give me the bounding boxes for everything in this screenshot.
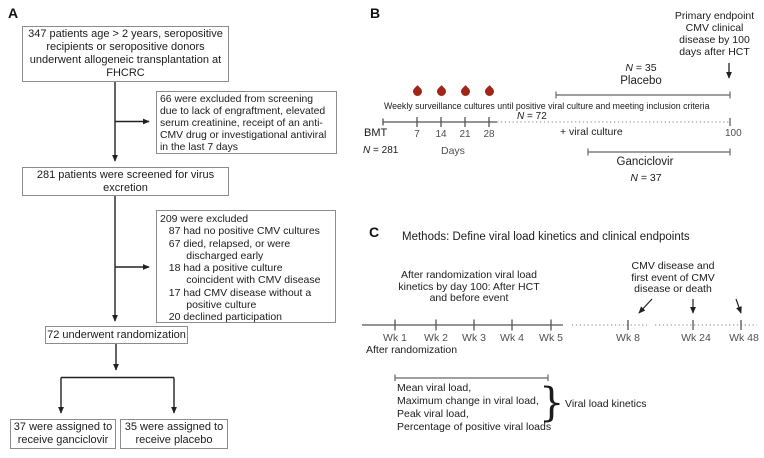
bmt-n-count: N = 281 bbox=[363, 145, 399, 156]
viral-load-kinetics-label: Viral load kinetics bbox=[565, 398, 647, 410]
viral-culture-label: + viral culture bbox=[560, 126, 623, 138]
box-arm-placebo: 35 were assigned to receive placebo bbox=[120, 419, 228, 449]
bmt-solid-timeline bbox=[382, 118, 497, 126]
curly-brace-icon: } bbox=[539, 380, 565, 426]
week-tick-label-8: Wk 8 bbox=[616, 332, 640, 344]
blood-drop-icon bbox=[435, 85, 448, 98]
week-tick-label-48: Wk 48 bbox=[729, 332, 759, 344]
week-tick-label-2: Wk 2 bbox=[424, 332, 448, 344]
day-tick-marks bbox=[416, 117, 490, 127]
box-arm-ganciclovir: 37 were assigned to receive ganciclovir bbox=[10, 419, 116, 449]
placebo-n-count: N = 35 bbox=[625, 62, 657, 74]
blood-drop-icon bbox=[459, 85, 472, 98]
panel-c-label: C bbox=[369, 224, 380, 240]
methods-title: Methods: Define viral load kinetics and … bbox=[402, 231, 690, 243]
late-week-ticks bbox=[627, 320, 742, 330]
week-tick-label-3: Wk 3 bbox=[462, 332, 486, 344]
week-tick-label-24: Wk 24 bbox=[681, 332, 711, 344]
ganciclovir-n-count: N = 37 bbox=[630, 172, 662, 184]
days-axis-label: Days bbox=[441, 145, 465, 157]
after-randomization-note: After randomization viral load kinetics … bbox=[398, 269, 540, 304]
box-excluded-66: 66 were excluded from screening due to l… bbox=[156, 91, 337, 154]
week-tick-label-4: Wk 4 bbox=[500, 332, 524, 344]
day-tick-label-28: 28 bbox=[483, 129, 495, 140]
day-tick-label-7: 7 bbox=[414, 129, 420, 140]
day100-label: 100 bbox=[725, 128, 742, 139]
day-tick-label-21: 21 bbox=[459, 129, 471, 140]
day-tick-label-14: 14 bbox=[435, 129, 447, 140]
wk8-annotation-arrow bbox=[638, 298, 653, 314]
week-tick-label-5: Wk 5 bbox=[539, 332, 563, 344]
kinetics-span-line bbox=[394, 374, 549, 381]
ganciclovir-arm-label: Ganciclovir bbox=[616, 156, 674, 168]
primary-endpoint-note: Primary endpoint CMV clinical disease by… bbox=[674, 10, 755, 58]
week-tick-marks bbox=[394, 319, 552, 331]
placebo-span-line bbox=[555, 91, 731, 99]
box-randomized-72: 72 underwent randomization bbox=[45, 326, 188, 344]
box-screened-281: 281 patients were screened for virus exc… bbox=[22, 167, 229, 196]
week-tick-label-1: Wk 1 bbox=[383, 332, 407, 344]
bmt-label: BMT bbox=[364, 127, 388, 139]
cmv-disease-note: CMV disease and first event of CMV disea… bbox=[631, 260, 715, 295]
randomized-n-count: N = 72 bbox=[517, 111, 547, 122]
ganciclovir-span-line bbox=[587, 148, 731, 156]
panel-a-label: A bbox=[8, 5, 19, 21]
box-enrolled-347: 347 patients age > 2 years, seropositive… bbox=[22, 26, 229, 82]
blood-drop-icon bbox=[483, 85, 496, 98]
after-randomization-label: After randomization bbox=[366, 344, 458, 356]
box-excluded-209: 209 were excluded 87 had no positive CMV… bbox=[156, 210, 336, 323]
viral-load-kinetics-list: Mean viral load, Maximum change in viral… bbox=[397, 382, 552, 433]
wk48-annotation-arrow bbox=[735, 298, 742, 314]
weekly-surveillance-note: Weekly surveillance cultures until posit… bbox=[384, 101, 710, 111]
blood-drop-icon bbox=[411, 85, 424, 98]
panel-b-label: B bbox=[370, 5, 381, 21]
placebo-arm-label: Placebo bbox=[620, 75, 662, 87]
